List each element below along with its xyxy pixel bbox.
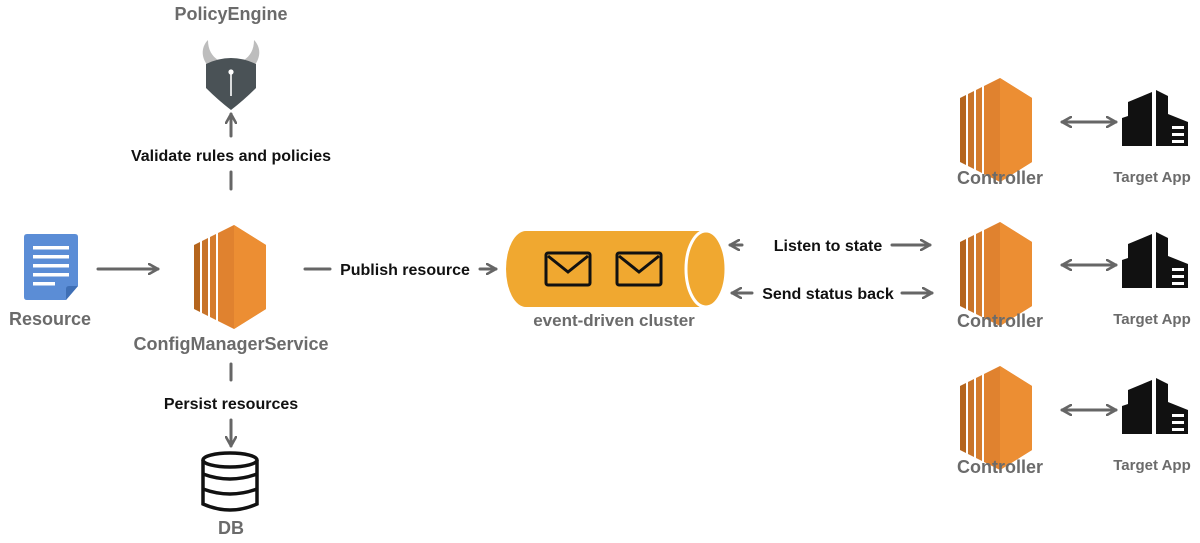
target-app-node: Target App [1113, 90, 1191, 186]
controller-label: Controller [957, 168, 1043, 188]
target-app-node: Target App [1113, 232, 1191, 328]
edge-label-send-status: Send status back [762, 286, 894, 303]
target-app-node: Target App [1113, 378, 1191, 474]
server-icon [194, 225, 266, 329]
db-label: DB [218, 518, 244, 538]
server-icon [960, 78, 1032, 182]
building-icon [1122, 90, 1188, 146]
controller-node: Controller [957, 366, 1043, 477]
building-icon [1122, 378, 1188, 434]
controller-label: Controller [957, 457, 1043, 477]
edge-label-validate: Validate rules and policies [131, 148, 331, 165]
target-app-label: Target App [1113, 311, 1191, 328]
resource-label: Resource [9, 309, 91, 329]
policy-engine-node: PolicyEngine [174, 4, 288, 110]
config-manager-label: ConfigManagerService [133, 334, 328, 354]
edge-label-publish: Publish resource [340, 262, 470, 279]
controller-node: Controller [957, 78, 1043, 188]
edge-label-persist: Persist resources [164, 396, 298, 413]
database-icon [201, 451, 259, 512]
controller-label: Controller [957, 311, 1043, 331]
message-queue-icon [506, 229, 728, 309]
policy-engine-label: PolicyEngine [174, 4, 287, 24]
envelope-icon [615, 251, 663, 287]
config-manager-node: ConfigManagerService [133, 225, 329, 354]
server-icon [960, 366, 1032, 470]
building-icon [1122, 232, 1188, 288]
resource-node: Resource [9, 234, 91, 329]
envelope-icon [544, 251, 592, 287]
controller-node: Controller [957, 222, 1043, 331]
cluster-node: event-driven cluster [506, 229, 728, 330]
cluster-label: event-driven cluster [533, 311, 695, 330]
target-app-label: Target App [1113, 169, 1191, 186]
policy-engine-icon [202, 40, 260, 110]
edge-label-listen: Listen to state [774, 238, 883, 255]
document-icon [24, 234, 78, 300]
db-node: DB [201, 451, 259, 538]
target-app-label: Target App [1113, 457, 1191, 474]
